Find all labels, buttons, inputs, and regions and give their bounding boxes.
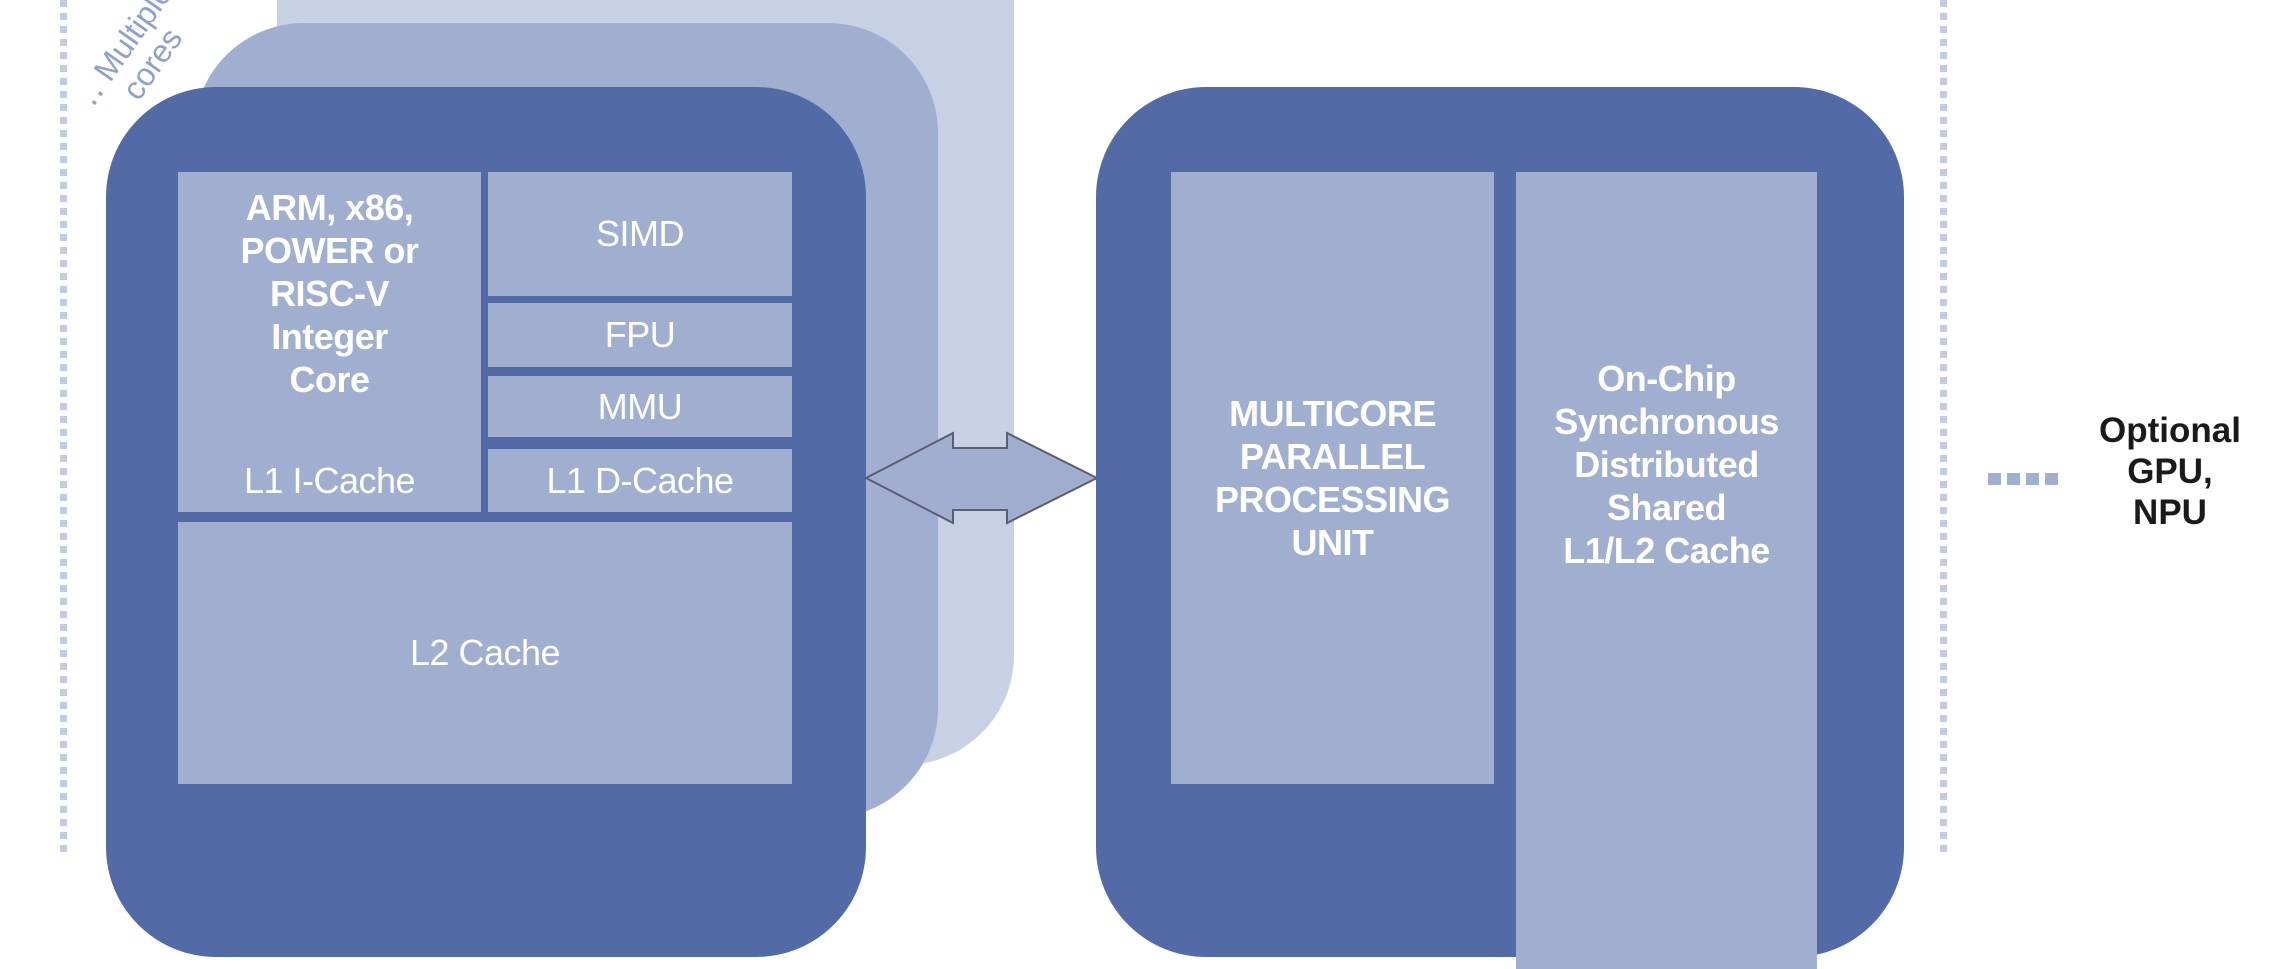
simd-block: SIMD bbox=[488, 172, 792, 296]
l1-icache-block: L1 I-Cache bbox=[178, 449, 481, 512]
processing-line: PROCESSING bbox=[1214, 479, 1451, 520]
integer-core-line: RISC-V bbox=[269, 273, 390, 314]
simd-label: SIMD bbox=[596, 213, 685, 254]
cache-line: Shared bbox=[1606, 487, 1727, 528]
fpu-block: FPU bbox=[488, 303, 792, 367]
optional-line: Optional bbox=[2099, 411, 2241, 450]
optional-line: NPU bbox=[2133, 493, 2207, 532]
bidirectional-arrow-icon bbox=[863, 431, 1100, 525]
processing-line: MULTICORE bbox=[1229, 393, 1436, 434]
l2-cache-block: L2 Cache bbox=[178, 522, 792, 784]
left-boundary-dotted-line bbox=[60, 0, 67, 857]
integer-core-line: ARM, x86, bbox=[245, 187, 414, 228]
optional-line: GPU, bbox=[2127, 452, 2213, 491]
mmu-block: MMU bbox=[488, 376, 792, 437]
integer-core-line: POWER or bbox=[240, 230, 419, 271]
cache-line: Synchronous bbox=[1554, 401, 1779, 442]
l1-dcache-label: L1 D-Cache bbox=[546, 459, 734, 501]
integer-core-line: Integer bbox=[271, 316, 388, 357]
optional-connector-dashes bbox=[1988, 473, 2058, 485]
cache-line: On-Chip bbox=[1597, 358, 1736, 399]
l2-cache-label: L2 Cache bbox=[409, 632, 561, 673]
cache-line: L1/L2 Cache bbox=[1563, 530, 1770, 571]
l1-icache-label: L1 I-Cache bbox=[243, 459, 416, 501]
integer-core-block: ARM, x86, POWER or RISC-V Integer Core bbox=[178, 172, 481, 451]
integer-core-line: Core bbox=[289, 359, 370, 400]
right-boundary-dotted-line bbox=[1940, 0, 1947, 857]
cache-line: Distributed bbox=[1574, 444, 1759, 485]
optional-gpu-npu-label: Optional GPU, NPU bbox=[2080, 410, 2260, 533]
processing-line: UNIT bbox=[1291, 522, 1374, 563]
multicore-processing-block: MULTICORE PARALLEL PROCESSING UNIT bbox=[1171, 172, 1494, 784]
processing-line: PARALLEL bbox=[1239, 436, 1426, 477]
fpu-label: FPU bbox=[604, 314, 676, 355]
l1-dcache-block: L1 D-Cache bbox=[488, 449, 792, 512]
mmu-label: MMU bbox=[597, 385, 683, 427]
shared-cache-block: On-Chip Synchronous Distributed Shared L… bbox=[1516, 172, 1817, 969]
